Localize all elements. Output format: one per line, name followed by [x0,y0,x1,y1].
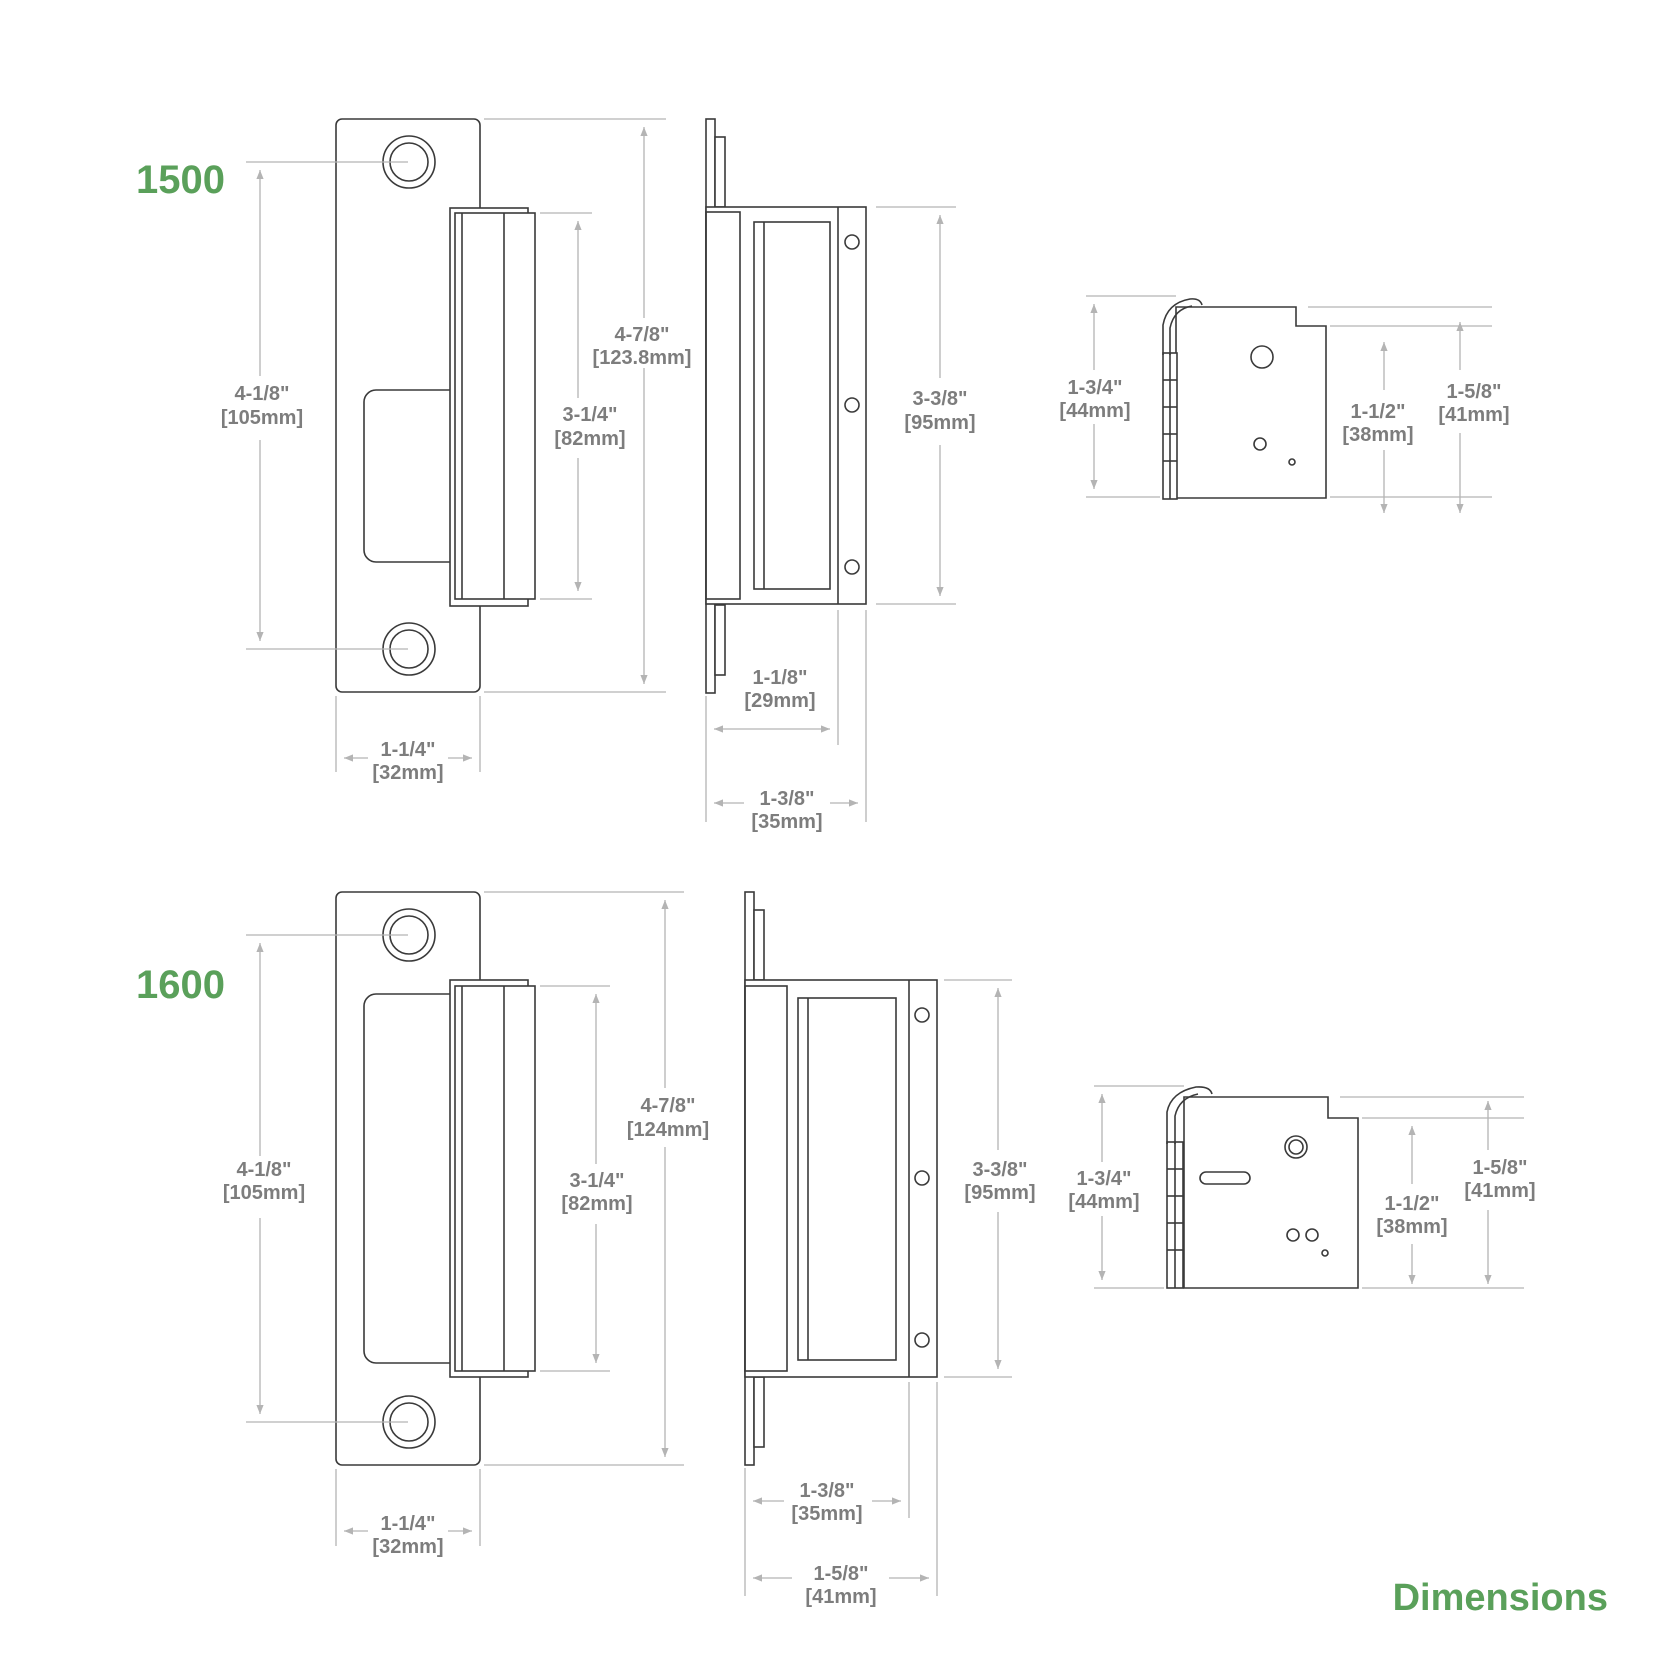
model-1600-side-body [744,979,938,1378]
model-1500-plate-height-in: 4-7/8" [614,324,669,346]
model-1500-end-hole-tiny [1288,458,1296,466]
model-1600-end-hole-large-outer [1284,1135,1308,1159]
model-1600-front-dimensions: 4-1/8" [105mm] 4-7/8" [124mm] 3-1/4" [82… [223,891,709,1558]
model-1500-front-view [335,118,536,693]
model-1600-depth-inner-in: 1-3/8" [799,1480,854,1502]
model-1600-label: 1600 [136,963,225,1007]
model-1600-side-tab-bottom [753,1376,765,1448]
model-1600-end-body [1183,1096,1359,1289]
model-1500-side-keeper [705,211,741,600]
model-1600-end-hole-small-b [1305,1228,1319,1242]
model-1500-keeper-height-in: 3-1/4" [562,404,617,426]
model-1600-plate-height-in: 4-7/8" [640,1095,695,1117]
model-1600-end-height-body-in: 1-1/2" [1384,1193,1439,1215]
model-1600-end-hole-large-inner [1288,1139,1304,1155]
model-1600-group: 1600 4-1/8" [105mm] 4-7/8" [124m [136,891,1536,1608]
model-1600-side-view [744,891,938,1466]
model-1500-end-height-overall-in: 1-3/4" [1067,377,1122,399]
model-1600-front-view [335,891,536,1466]
model-1500-end-height-body-mm: [38mm] [1342,424,1413,446]
model-1600-side-height-mm: [95mm] [964,1182,1035,1204]
model-1600-side-screw-bottom [914,1332,930,1348]
model-1500-depth-inner-mm: [29mm] [744,690,815,712]
model-1600-end-view [1166,1086,1359,1289]
model-1600-end-wire-2 [1174,1093,1199,1144]
model-1500-plate-height-mm: [123.8mm] [593,347,692,369]
model-1500-plate-width-mm: [32mm] [372,762,443,784]
model-1500-group: 1500 4-1/8" [105mm] 4-7/8" [136,118,1510,833]
model-1600-hole-spacing-mm: [105mm] [223,1182,305,1204]
model-1500-faceplate [335,118,481,693]
model-1600-depth-overall-in: 1-5/8" [813,1563,868,1585]
model-1500-depth-overall-in: 1-3/8" [759,788,814,810]
model-1600-plate-width-in: 1-1/4" [380,1513,435,1535]
model-1500-end-wire [1162,298,1203,355]
model-1600-end-dimensions: 1-3/4" [44mm] 1-1/2" [38mm] 1-5/8" [41mm… [1068,1085,1536,1289]
model-1600-end-height-overall-mm: [44mm] [1068,1191,1139,1213]
model-1600-side-keeper [744,985,788,1372]
model-1600-depth-overall-mm: [41mm] [805,1586,876,1608]
model-1500-hole-spacing-in: 4-1/8" [234,383,289,405]
model-1500-side-solenoid [753,221,831,590]
model-1600-end-height-mid-mm: [41mm] [1464,1180,1535,1202]
model-1600-side-height-in: 3-3/8" [972,1159,1027,1181]
model-1500-end-hole-large [1250,345,1274,369]
model-1500-end-height-mid-in: 1-5/8" [1446,381,1501,403]
model-1500-plate-width-in: 1-1/4" [380,739,435,761]
model-1500-side-dimensions: 3-3/8" [95mm] 1-1/8" [29mm] 1-3/8" [35mm… [705,206,976,833]
page-title: Dimensions [1393,1577,1608,1619]
model-1600-end-wire [1166,1086,1213,1144]
model-1500-end-wire-2 [1169,305,1193,355]
model-1500-side-view [705,118,867,694]
model-1500-side-body [705,206,867,605]
model-1600-keeper-height-mm: [82mm] [561,1193,632,1215]
model-1600-side-solenoid [797,997,897,1361]
model-1600-end-hole-tiny [1321,1249,1329,1257]
model-1600-side-dimensions: 3-3/8" [95mm] 1-3/8" [35mm] 1-5/8" [41mm… [744,979,1036,1608]
model-1600-plate-height-mm: [124mm] [627,1119,709,1141]
model-1600-side-screw-mid [914,1170,930,1186]
model-1600-body-outline [363,993,450,1364]
model-1600-hole-spacing-in: 4-1/8" [236,1159,291,1181]
model-1500-side-screw-mid [844,397,860,413]
model-1500-depth-inner-in: 1-1/8" [752,667,807,689]
model-1600-end-hole-small-a [1286,1228,1300,1242]
model-1500-faceplate-cutout [363,389,450,563]
model-1500-side-screw-bottom [844,559,860,575]
model-1500-end-hole-small [1253,437,1267,451]
model-1600-side-screw-top [914,1007,930,1023]
model-1600-keeper [454,985,536,1372]
model-1500-end-dimensions: 1-3/4" [44mm] 1-1/2" [38mm] 1-5/8" [41mm… [1059,295,1510,513]
model-1500-end-height-mid-mm: [41mm] [1438,404,1509,426]
model-1500-end-height-overall-mm: [44mm] [1059,400,1130,422]
model-1500-end-height-body-in: 1-1/2" [1350,401,1405,423]
model-1600-end-height-body-mm: [38mm] [1376,1216,1447,1238]
model-1500-label: 1500 [136,158,225,202]
model-1500-depth-overall-mm: [35mm] [751,811,822,833]
model-1600-end-height-mid-in: 1-5/8" [1472,1157,1527,1179]
model-1500-keeper-height-mm: [82mm] [554,428,625,450]
model-1600-depth-inner-mm: [35mm] [791,1503,862,1525]
model-1600-side-tab-top [753,909,765,981]
model-1500-end-view [1162,298,1327,500]
model-1500-front-dimensions: 4-1/8" [105mm] 4-7/8" [123.8mm] 3-1/4" [… [221,118,692,784]
model-1600-faceplate [335,891,481,1466]
model-1600-keeper-height-in: 3-1/4" [569,1170,624,1192]
model-1500-keeper [454,212,536,600]
model-1500-end-body [1175,306,1327,499]
model-1600-end-height-overall-in: 1-3/4" [1076,1168,1131,1190]
model-1500-side-height-mm: [95mm] [904,412,975,434]
model-1500-side-screw-top [844,234,860,250]
model-1500-hole-spacing-mm: [105mm] [221,407,303,429]
model-1600-end-slot [1199,1171,1251,1185]
model-1500-side-height-in: 3-3/8" [912,388,967,410]
model-1600-plate-width-mm: [32mm] [372,1536,443,1558]
model-1500-side-tab-top [714,136,726,208]
model-1500-side-tab-bottom [714,604,726,676]
